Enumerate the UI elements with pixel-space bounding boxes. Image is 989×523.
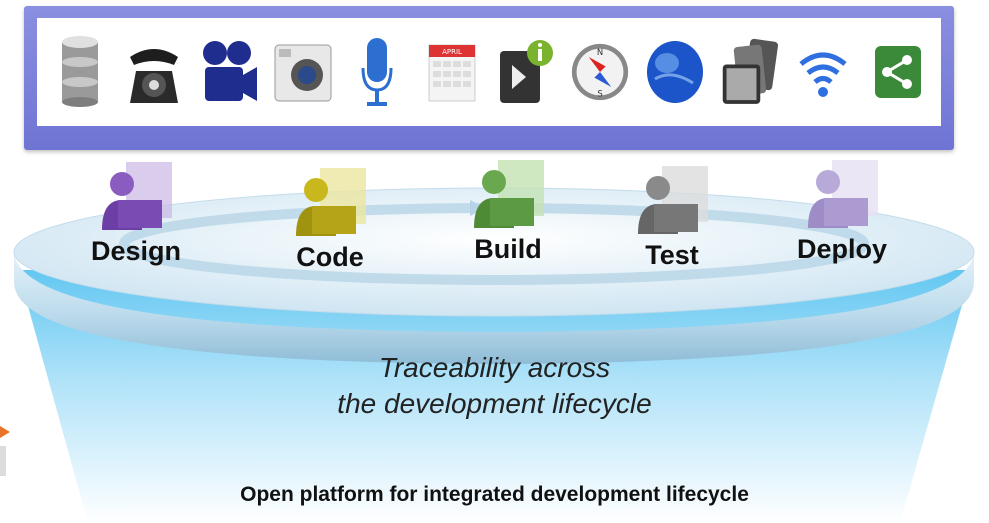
stage-build: Build xyxy=(448,158,568,268)
platform-rim xyxy=(14,250,974,364)
tagline-line-2: the development lifecycle xyxy=(337,388,652,419)
stage-design: Design xyxy=(76,160,196,270)
telephone-icon xyxy=(124,28,184,116)
stage-label: Design xyxy=(90,236,182,266)
stage-label: Code xyxy=(296,242,364,272)
icon-bar: APRIL xyxy=(24,6,954,150)
database-icon xyxy=(50,28,110,116)
tagline: Traceability across the development life… xyxy=(0,350,989,422)
microphone-icon xyxy=(347,28,407,116)
icon-strip: APRIL xyxy=(37,18,941,126)
calendar-icon: APRIL xyxy=(422,28,482,116)
footer-caption: Open platform for integrated development… xyxy=(240,483,749,506)
compass-icon: N S xyxy=(570,28,630,116)
svg-text:N: N xyxy=(597,47,603,57)
stage-label: Deploy xyxy=(796,234,888,264)
code-user-icon xyxy=(296,168,366,236)
deploy-user-icon xyxy=(808,160,878,228)
tagline-line-1: Traceability across xyxy=(378,352,611,383)
globe-icon xyxy=(645,28,705,116)
side-arrow-icon xyxy=(0,426,10,476)
photo-camera-icon xyxy=(273,28,333,116)
stage-label: Build xyxy=(474,234,542,264)
video-camera-icon xyxy=(199,28,259,116)
stage-label: Test xyxy=(645,240,699,270)
mobile-devices-icon xyxy=(719,28,779,116)
design-user-icon xyxy=(102,162,172,230)
test-user-icon xyxy=(638,166,708,234)
svg-text:S: S xyxy=(598,88,603,98)
stage-deploy: Deploy xyxy=(782,158,902,268)
stage-test: Test xyxy=(612,164,732,274)
share-icon xyxy=(868,28,928,116)
svg-text:APRIL: APRIL xyxy=(442,48,462,56)
wifi-icon xyxy=(793,28,853,116)
info-arrow-icon xyxy=(496,28,556,116)
stage-code: Code xyxy=(270,166,390,276)
build-user-icon xyxy=(474,160,544,228)
